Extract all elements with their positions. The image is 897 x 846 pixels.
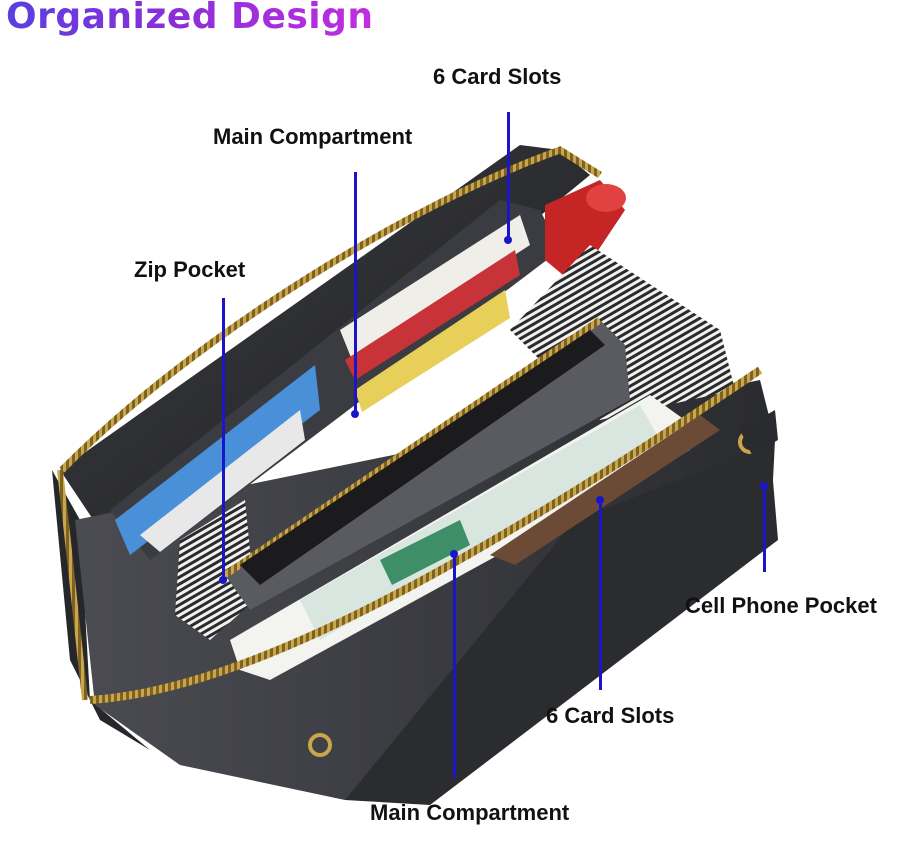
callout-main-compartment-top: Main Compartment — [213, 124, 413, 149]
callout-cell-phone-pocket: Cell Phone Pocket — [685, 593, 877, 618]
callout-card-slots-top: 6 Card Slots — [433, 64, 562, 89]
leader-dot-main-compartment-bottom — [450, 550, 458, 558]
leader-card-slots-top — [507, 112, 510, 240]
phone — [240, 330, 605, 585]
leader-dot-card-slots-bottom — [596, 496, 604, 504]
leader-dot-cell-phone-pocket — [760, 482, 768, 490]
leader-card-slots-bottom — [599, 500, 602, 690]
leader-dot-main-compartment-top — [351, 410, 359, 418]
leader-main-compartment-top — [354, 172, 357, 416]
page-title: Organized Design — [6, 0, 374, 37]
leader-zip-pocket — [222, 298, 225, 580]
leader-main-compartment-bottom — [453, 556, 456, 778]
striped-lining-left — [175, 500, 255, 640]
front-zipper — [89, 366, 763, 704]
back-zipper — [59, 146, 602, 473]
card-slots-front — [490, 415, 720, 565]
callout-card-slots-bottom: 6 Card Slots — [546, 703, 675, 728]
strap-ring-left — [308, 733, 332, 757]
leader-dot-card-slots-top — [504, 236, 512, 244]
leader-dot-zip-pocket — [219, 576, 227, 584]
leader-cell-phone-pocket — [763, 486, 766, 572]
callout-main-compartment-bottom: Main Compartment — [370, 800, 570, 825]
callout-zip-pocket: Zip Pocket — [134, 257, 246, 282]
wallet-left-flap — [52, 470, 150, 750]
